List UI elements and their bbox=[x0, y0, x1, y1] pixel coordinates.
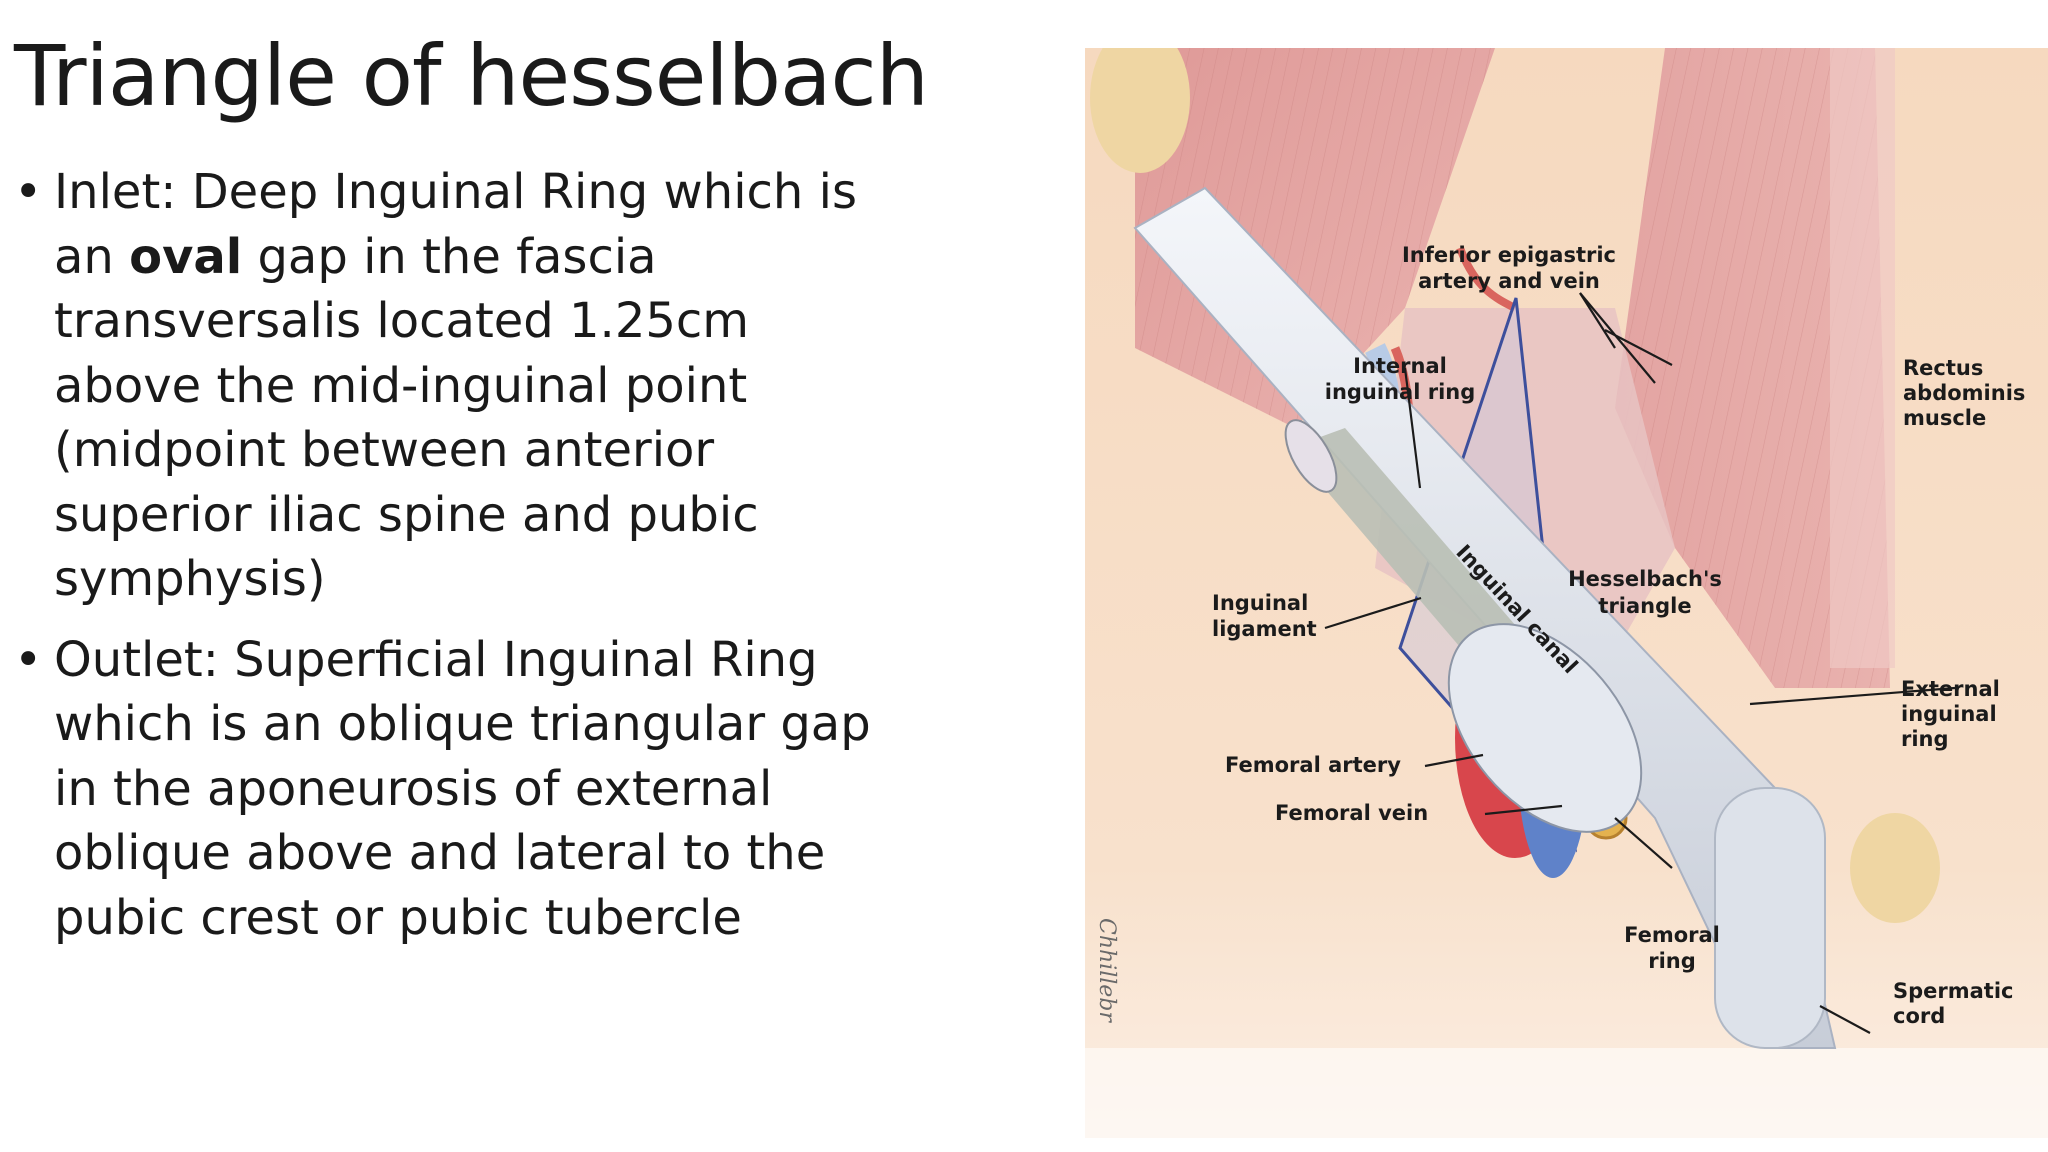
label-rectus-3: muscle bbox=[1903, 406, 1986, 430]
bullet-inlet: • Inlet: Deep Inguinal Ring which is an … bbox=[14, 160, 894, 612]
artist-signature: Chhillebr bbox=[1094, 918, 1119, 1023]
label-femoral-vein: Femoral vein bbox=[1275, 801, 1428, 825]
label-spermatic-cord-2: cord bbox=[1893, 1004, 1945, 1028]
bullet-outlet: • Outlet: Superficial Inguinal Ring whic… bbox=[14, 628, 894, 951]
label-spermatic-cord-1: Spermatic bbox=[1893, 979, 2014, 1003]
bullet-marker: • bbox=[14, 164, 43, 220]
label-external-ring-2: inguinal bbox=[1901, 702, 1997, 726]
external-ring-shape bbox=[1447, 623, 1643, 833]
label-hesselbach-2: triangle bbox=[1598, 594, 1691, 618]
label-inguinal-ligament-1: Inguinal bbox=[1212, 591, 1308, 615]
bullet-inlet-bold: oval bbox=[129, 228, 243, 285]
bullet-inlet-text-2: gap in the fascia transversalis located … bbox=[54, 228, 759, 608]
label-rectus-2: abdominis bbox=[1903, 381, 2025, 405]
iliac-spine bbox=[1090, 48, 1190, 173]
label-external-ring-3: ring bbox=[1901, 727, 1949, 751]
bullet-outlet-text: Outlet: Superficial Inguinal Ring which … bbox=[54, 631, 871, 946]
anatomy-illustration: Inferior epigastric artery and vein Inte… bbox=[1075, 48, 2048, 1152]
label-external-ring-1: External bbox=[1901, 677, 2000, 701]
bullet-inlet-text-1: Inlet: Deep Inguinal Ring which is an bbox=[54, 164, 857, 285]
label-internal-ring-1: Internal bbox=[1353, 354, 1447, 378]
label-rectus-1: Rectus bbox=[1903, 356, 1983, 380]
label-inguinal-ligament-2: ligament bbox=[1212, 617, 1317, 641]
anatomy-svg: Inferior epigastric artery and vein Inte… bbox=[1075, 48, 2048, 1152]
label-hesselbach-1: Hesselbach's bbox=[1568, 567, 1722, 591]
label-inferior-epigastric-1: Inferior epigastric bbox=[1402, 243, 1616, 267]
bullet-marker: • bbox=[14, 631, 43, 688]
label-femoral-artery: Femoral artery bbox=[1225, 753, 1401, 777]
bullet-list: • Inlet: Deep Inguinal Ring which is an … bbox=[14, 160, 894, 966]
label-femoral-ring-1: Femoral bbox=[1624, 923, 1720, 947]
inguinal-canal-shape bbox=[1290, 428, 1535, 688]
slide-title: Triangle of hesselbach bbox=[14, 27, 929, 125]
label-inferior-epigastric-2: artery and vein bbox=[1418, 269, 1600, 293]
internal-ring-shape bbox=[1284, 419, 1338, 493]
spermatic-cord-shape bbox=[1714, 787, 1826, 1049]
pubic-bone bbox=[1850, 813, 1940, 923]
label-femoral-ring-2: ring bbox=[1648, 949, 1696, 973]
label-internal-ring-2: inguinal ring bbox=[1325, 380, 1476, 404]
